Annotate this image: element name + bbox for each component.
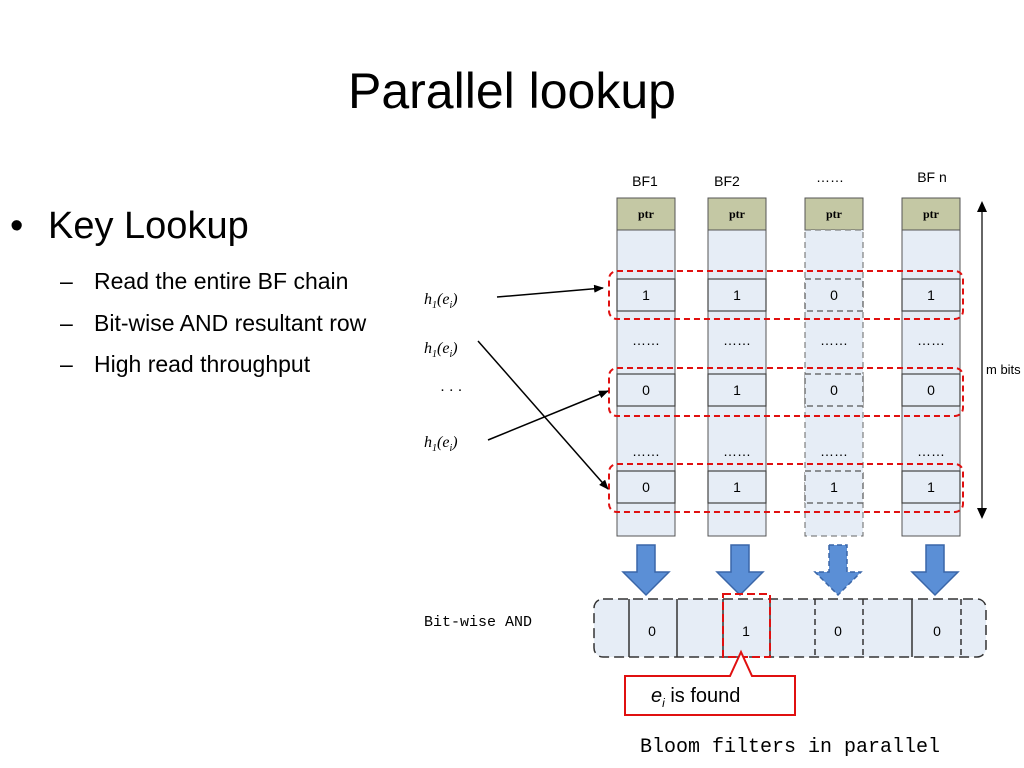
bit-value: 1 [642,287,650,303]
bullet-dot: • [10,205,24,247]
hash-arrow-2 [477,340,609,490]
bitwise-and-label: Bit-wise AND [424,614,532,631]
dimension-arrow-up-icon [977,201,987,212]
bf-column-1: BF1 ptr 1 …… 0 …… 0 [616,173,676,537]
bf-column-n: BF n ptr 1 …… 0 …… 1 [901,169,961,537]
row-ellipsis: …… [632,443,660,459]
result-bit: 0 [648,623,656,639]
bit-value: 0 [830,287,838,303]
bit-cell [616,470,676,504]
bit-value: 1 [830,479,838,495]
bf-column-ellipsis: …… ptr 0 …… 0 …… 1 [804,169,864,537]
down-arrow-icon [910,544,960,597]
diagram-caption: Bloom filters in parallel [640,736,940,759]
bit-value: 1 [927,479,935,495]
row-ellipsis: …… [820,332,848,348]
down-arrow-icon [813,544,863,597]
m-bits-label: m bits [986,362,1021,377]
ptr-cell [901,197,961,231]
bit-cell [707,278,767,312]
bit-value: 0 [830,382,838,398]
bit-cell [901,373,961,407]
bit-value: 1 [733,287,741,303]
bit-cell [901,278,961,312]
bit-value: 0 [642,382,650,398]
ptr-cell [616,197,676,231]
row-ellipsis: …… [917,332,945,348]
hash-label-3: h1(ei) [424,434,458,454]
ptr-cell [804,197,864,231]
bit-value: 0 [642,479,650,495]
bf-header: BF2 [714,173,740,189]
bullet-key-lookup: • Key Lookup [10,205,249,248]
down-arrow-icon [715,544,765,597]
bit-value: 0 [927,382,935,398]
subbullet-text: Read the entire BF chain [94,268,349,294]
bit-cell [901,470,961,504]
bullet-text: Key Lookup [48,205,249,247]
subbullet-throughput: –High read throughput [60,351,310,378]
row-ellipsis: …… [723,443,751,459]
bf-header: …… [816,169,844,185]
subbullet-bitwise-and: –Bit-wise AND resultant row [60,310,366,337]
slide-title: Parallel lookup [348,63,676,119]
bit-value: 1 [927,287,935,303]
ptr-label: ptr [826,207,843,221]
bit-cell [616,278,676,312]
result-bit: 0 [834,623,842,639]
result-bit: 1 [742,623,750,639]
subbullet-dash: – [60,268,73,294]
hash-label-2: h1(ei) [424,340,458,360]
found-label: ei is found [651,685,740,710]
ptr-label: ptr [638,207,655,221]
ptr-label: ptr [729,207,746,221]
bit-cell [616,373,676,407]
bit-cell [804,470,864,504]
row-highlight-2 [608,367,964,417]
ptr-label: ptr [923,207,940,221]
bit-cell [707,373,767,407]
bit-cell [707,470,767,504]
bf-header: BF n [917,169,947,185]
result-bit: 0 [933,623,941,639]
hash-arrow-1 [496,284,604,298]
row-highlight-3 [608,463,964,513]
result-row [593,598,987,658]
subbullet-dash: – [60,351,73,377]
bf-header: BF1 [632,173,658,189]
found-bit-highlight [722,593,771,658]
subbullet-text: Bit-wise AND resultant row [94,310,367,336]
row-ellipsis: …… [820,443,848,459]
bit-cell [804,373,864,407]
row-ellipsis: …… [723,332,751,348]
subbullet-dash: – [60,310,73,336]
subbullet-read-chain: –Read the entire BF chain [60,268,348,295]
down-arrow-icon [621,544,671,597]
subbullet-text: High read throughput [94,351,311,377]
bit-value: 1 [733,382,741,398]
ptr-cell [707,197,767,231]
hash-arrow-3 [487,390,609,441]
row-ellipsis: …… [632,332,660,348]
row-ellipsis: …… [917,443,945,459]
bit-value: 1 [733,479,741,495]
hash-label-1: h1(ei) [424,291,458,311]
dimension-arrow-down-icon [977,508,987,519]
bf-column-2: BF2 ptr 1 …… 1 …… 1 [707,173,767,537]
row-highlight-1 [608,270,964,320]
hash-ellipsis: · · · [440,383,463,399]
found-callout [624,649,796,716]
bit-cell [804,278,864,312]
